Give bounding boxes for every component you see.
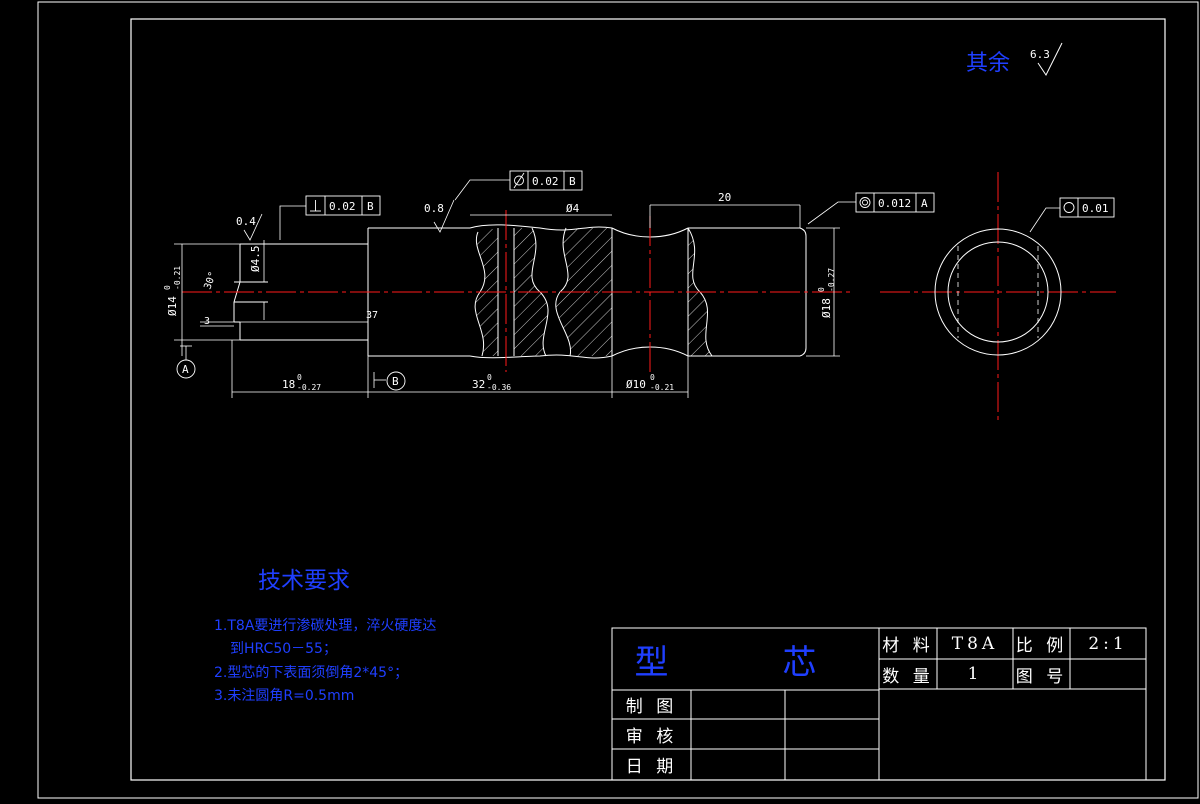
drawing-number-label: 图 号 [1015,666,1068,687]
requirement-line-2: 到HRC50－55； [230,641,337,657]
datum-b-label: B [392,375,399,388]
datum-a-circle [176,359,196,379]
fcf-concentricity-value: 0.012 [878,197,911,210]
requirement-line-3: 2.型芯的下表面须倒角2*45°； [214,665,409,681]
svg-text:-0.27: -0.27 [827,268,836,292]
datum-a-label: A [182,363,189,376]
svg-text:-0.27: -0.27 [297,383,321,392]
fcf-roundness-value: 0.01 [1082,202,1109,215]
date-label: 日 期 [625,757,678,777]
fcf-cylindricity-ref: B [569,175,576,188]
dim-20: 20 [718,191,731,204]
roughness-0-4: 0.4 [236,215,256,228]
part-name: 型 芯 [634,642,857,683]
svg-text:0: 0 [297,373,302,382]
dim-length-32: 32 0 -0.36 [472,373,511,392]
centerlines [182,172,1116,424]
svg-text:0: 0 [817,287,826,292]
dim-dia-10: Ø10 0 -0.21 [626,373,674,392]
scale-label: 比 例 [1015,636,1068,656]
side-view-hidden-lines [957,246,1039,338]
svg-text:0: 0 [650,373,655,382]
quantity-label: 数 量 [882,666,934,687]
roughness-0-8: 0.8 [424,202,444,215]
checked-by-label: 审 核 [625,726,678,747]
dim-angle-30: 30° [202,270,219,291]
drawn-by-label: 制 图 [625,697,678,717]
quantity-value: 1 [967,664,983,684]
dim-37: 37 [366,310,378,321]
roughness-other-symbol [1037,42,1063,76]
requirement-line-1: 1.T8A要进行渗碳处理，淬火硬度达 [214,618,437,634]
svg-text:32: 32 [472,378,485,391]
tech-requirements-title: 技术要求 [258,568,350,594]
fcf-perpendicularity-value: 0.02 [329,200,356,213]
dim-3: 3 [204,316,210,327]
roughness-other-value: 6.3 [1030,48,1050,61]
side-view-inner-circle [947,241,1049,343]
dim-dia-4: Ø4 [566,202,580,215]
svg-text:18: 18 [282,378,295,391]
svg-text:0: 0 [487,373,492,382]
fcf-perpendicularity [305,195,381,216]
material-label: 材 料 [882,636,934,656]
fcf-concentricity-ref: A [921,197,928,210]
dim-dia-4-5: Ø4.5 [249,246,262,273]
svg-text:Ø18: Ø18 [820,298,833,318]
scale-value: 2:1 [1088,633,1128,654]
dim-length-18: 18 0 -0.27 [282,373,321,392]
svg-text:-0.36: -0.36 [487,383,511,392]
fcf-cylindricity-value: 0.02 [532,175,559,188]
svg-text:0: 0 [163,285,172,290]
outer-frame [37,1,1199,799]
title-block-grid [611,627,1147,781]
dim-dia-14: Ø14 0 -0.21 [163,266,182,316]
fcf-concentricity [855,192,935,213]
svg-text:Ø14: Ø14 [166,296,179,316]
requirement-line-4: 3.未注圆角R=0.5mm [214,688,355,704]
surface-note-other: 其余 [966,51,1011,76]
dim-dia-18: Ø18 0 -0.27 [817,268,836,318]
fcf-roundness [1059,197,1115,218]
side-view-outer-circle [934,228,1062,356]
fcf-cylindricity [509,170,583,191]
fcf-perpendicularity-ref: B [367,200,374,213]
dimension-lines [174,179,1060,398]
svg-text:-0.21: -0.21 [173,266,182,290]
datum-b-circle [386,371,406,391]
svg-text:Ø10: Ø10 [626,378,646,391]
material-value: T8A [951,633,999,654]
svg-text:-0.21: -0.21 [650,383,674,392]
